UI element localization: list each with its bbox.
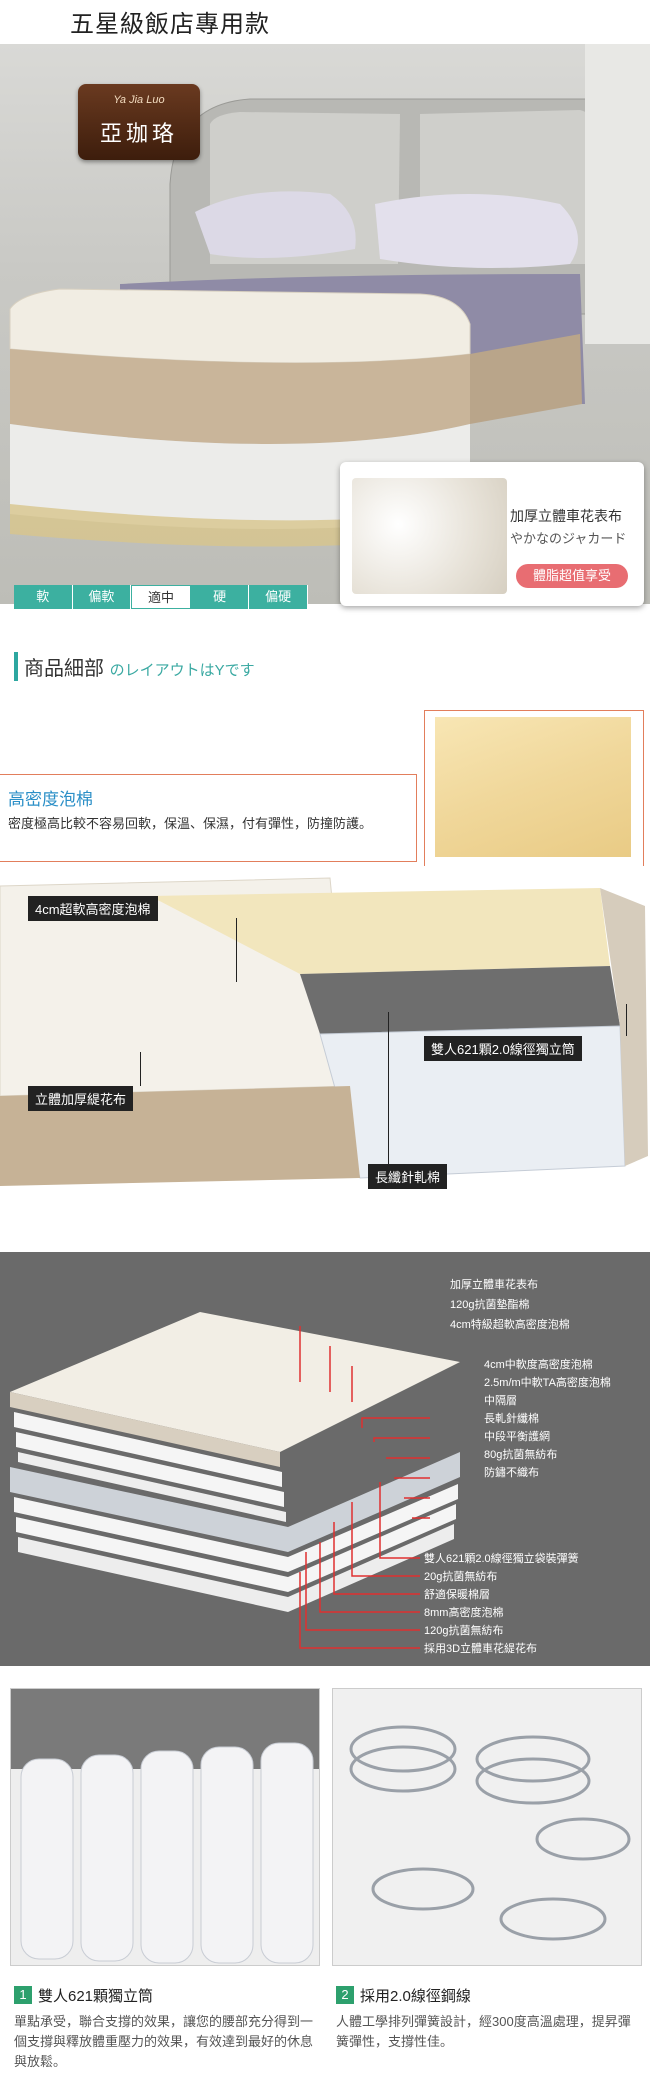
brand-logo: Ya Jia Luo 亞珈珞 [78, 84, 200, 160]
layer-label-2: 120g抗菌墊酯棉 [450, 1299, 530, 1311]
fabric-closeup-image [352, 478, 507, 594]
feature-1-number: 1 [14, 1986, 32, 2004]
feature-2-desc: 人體工學排列彈簧設計，經300度高溫處理，提昇彈簧彈性，支撐性佳。 [336, 2014, 631, 2049]
feature-2-number: 2 [336, 1986, 354, 2004]
layer-label-5: 2.5m/m中軟TA高密度泡棉 [484, 1377, 611, 1389]
hero-bed-image [0, 44, 650, 604]
foam-sample [435, 717, 631, 857]
callout-edge-label: 立體加厚緹花布 [28, 1086, 134, 1111]
firmness-option-1: 偏軟 [73, 585, 132, 609]
foam-block-image [424, 710, 644, 870]
mattress-cross-section [0, 866, 650, 1206]
layer-label-1: 加厚立體車花表布 [450, 1279, 538, 1291]
fabric-title: 加厚立體車花表布 [510, 508, 622, 524]
section-subtitle: のレイアウトはYです [109, 662, 255, 679]
fabric-inset-card: 加厚立體車花表布 やかなのジャカード 體脂超值享受 [340, 462, 644, 606]
layer-label-12: 20g抗菌無紡布 [424, 1571, 498, 1583]
foam-info-title: 高密度泡棉 [8, 790, 93, 809]
layer-label-10: 防鏽不織布 [484, 1467, 539, 1479]
logo-name: 亞珈珞 [99, 122, 178, 147]
firmness-option-selected: 適中 [131, 585, 191, 609]
steel-coil-photo [332, 1688, 642, 1966]
fabric-subtitle: やかなのジャカード [510, 532, 627, 547]
layer-label-8: 中段平衡護網 [484, 1431, 550, 1443]
layer-diagram: 加厚立體車花表布 120g抗菌墊酯棉 4cm特級超軟高密度泡棉 4cm中軟度高密… [0, 1252, 650, 1666]
layer-stack-illustration [10, 1312, 460, 1649]
callout-felt-line [388, 1012, 389, 1164]
page-title: 五星級飯店專用款 [70, 11, 270, 38]
section-title: 商品細部 [24, 658, 104, 680]
layer-label-13: 舒適保暖棉層 [424, 1589, 490, 1601]
layer-label-15: 120g抗菌無紡布 [424, 1625, 504, 1637]
pocket-spring-photo [10, 1688, 320, 1966]
nightstand [585, 44, 650, 344]
layer-label-9: 80g抗菌無紡布 [484, 1449, 558, 1461]
firmness-option-4: 偏硬 [249, 585, 308, 609]
layer-label-4: 4cm中軟度高密度泡棉 [484, 1359, 593, 1371]
section-heading: 商品細部 のレイアウトはYです [14, 652, 255, 681]
layer-label-7: 長軋針纖棉 [484, 1413, 539, 1425]
foam-info-desc: 密度極高比較不容易回軟，保溫、保濕，付有彈性，防撞防護。 [8, 816, 373, 831]
callout-edge-line [140, 1052, 141, 1086]
callout-springs-label: 雙人621顆2.0線徑獨立筒 [424, 1036, 582, 1061]
pocket-spring-illustration [11, 1689, 319, 1964]
firmness-scale: 軟 偏軟 適中 硬 偏硬 [14, 585, 308, 609]
callout-felt-label: 長纖針軋棉 [368, 1164, 448, 1189]
firmness-option-0: 軟 [14, 585, 73, 609]
callout-springs-line [626, 1004, 627, 1036]
layer-label-11: 雙人621顆2.0線徑獨立袋裝彈簧 [424, 1553, 579, 1565]
cross-section-illustration [0, 877, 648, 1186]
feature-2-title: 採用2.0線徑鋼線 [360, 1988, 471, 2005]
layer-label-14: 8mm高密度泡棉 [424, 1607, 504, 1619]
layer-label-6: 中隔層 [484, 1395, 517, 1407]
callout-foam-label: 4cm超軟高密度泡棉 [28, 896, 158, 921]
value-badge: 體脂超值享受 [516, 564, 628, 588]
logo-romanized: Ya Jia Luo [113, 94, 165, 106]
layer-label-3: 4cm特級超軟高密度泡棉 [450, 1319, 570, 1331]
steel-coil-illustration [333, 1689, 641, 1965]
foam-info-box: 高密度泡棉 密度極高比較不容易回軟，保溫、保濕，付有彈性，防撞防護。 [0, 774, 417, 862]
feature-1-desc: 單點承受，聯合支撐的效果，讓您的腰部充分得到一個支撐與釋放體重壓力的效果，有效達… [14, 2014, 314, 2069]
callout-foam-line [236, 918, 237, 982]
feature-1-title: 雙人621顆獨立筒 [38, 1988, 154, 2005]
bed-illustration [9, 98, 613, 547]
layer-label-16: 採用3D立體車花緹花布 [424, 1643, 538, 1655]
firmness-option-3: 硬 [191, 585, 250, 609]
